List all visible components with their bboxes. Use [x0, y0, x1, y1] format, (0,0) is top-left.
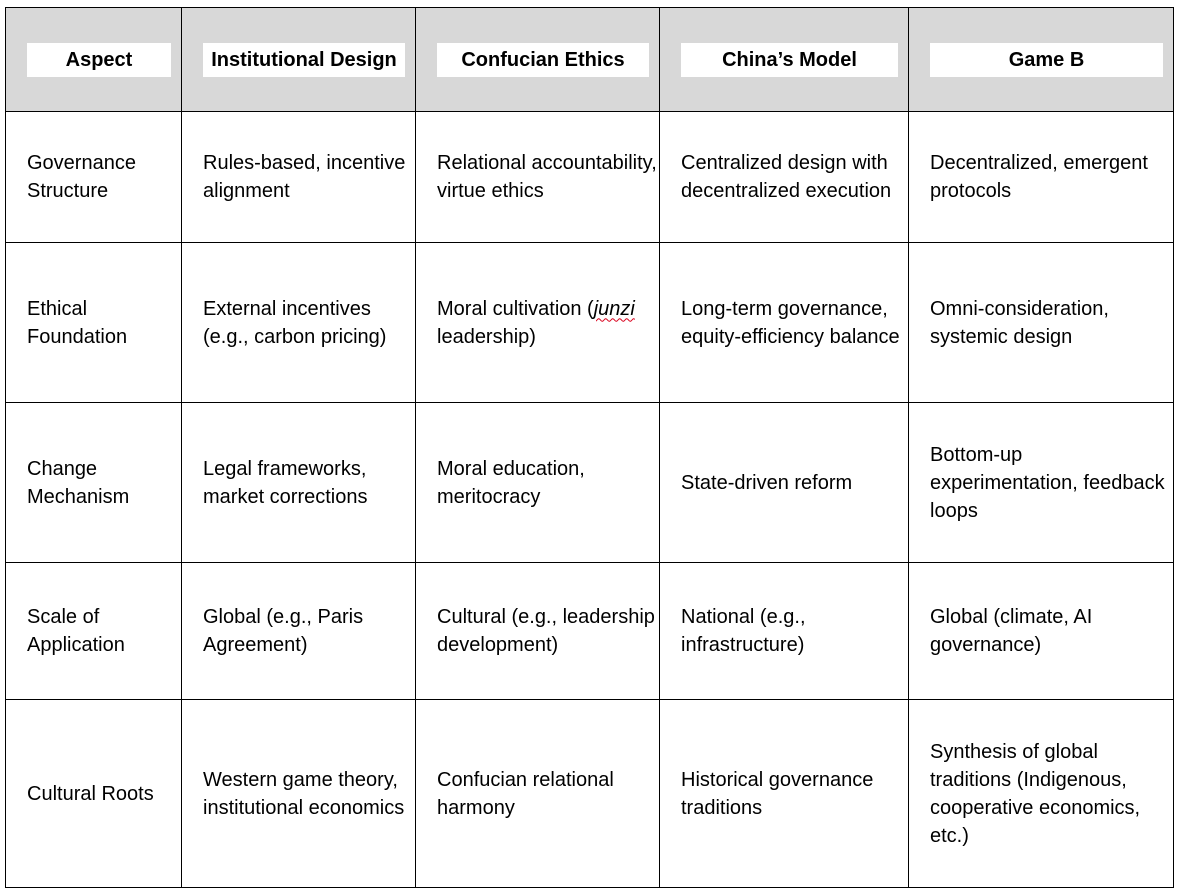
- comparison-table: Aspect Institutional Design Confucian Et…: [5, 7, 1174, 888]
- table-cell: External incentives (e.g., carbon pricin…: [181, 242, 416, 403]
- header-label-chinas-model: China’s Model: [681, 42, 898, 77]
- junzi-term: junzi: [593, 297, 635, 320]
- header-label-aspect: Aspect: [27, 42, 171, 77]
- cell-text: Moral education, meritocracy: [437, 457, 585, 508]
- cell-text: National (e.g., infrastructure): [681, 606, 806, 656]
- table-cell: Long-term governance, equity-efficiency …: [659, 242, 909, 403]
- table-cell: Moral education, meritocracy: [415, 402, 660, 563]
- table-row: Change Mechanism Legal frameworks, marke…: [5, 402, 1174, 563]
- cell-text: Centralized design with decentralized ex…: [681, 152, 892, 202]
- header-cell-confucian-ethics: Confucian Ethics: [415, 7, 660, 112]
- table-cell: Omni-consideration, systemic design: [908, 242, 1174, 403]
- table-row: Cultural Roots Western game theory, inst…: [5, 699, 1174, 888]
- table-cell: Global (e.g., Paris Agreement): [181, 562, 416, 700]
- cell-text: Western game theory, institutional econo…: [203, 768, 405, 819]
- header-label-institutional-design: Institutional Design: [203, 42, 405, 77]
- cell-text: Bottom-up experimentation, feedback loop…: [930, 443, 1165, 522]
- table-header-row: Aspect Institutional Design Confucian Et…: [5, 7, 1174, 112]
- cell-text: External incentives (e.g., carbon pricin…: [203, 297, 387, 348]
- header-label-game-b: Game B: [930, 42, 1163, 77]
- cell-text-part: Moral cultivation (: [437, 297, 594, 320]
- row-label-cell: Governance Structure: [5, 111, 182, 243]
- header-cell-aspect: Aspect: [5, 7, 182, 112]
- cell-text: State-driven reform: [681, 471, 853, 494]
- table-cell: Confucian relational harmony: [415, 699, 660, 888]
- header-cell-institutional-design: Institutional Design: [181, 7, 416, 112]
- row-label: Scale of Application: [27, 606, 125, 656]
- row-label-cell: Cultural Roots: [5, 699, 182, 888]
- row-label: Ethical Foundation: [27, 297, 128, 348]
- row-label: Change Mechanism: [27, 457, 130, 508]
- header-cell-game-b: Game B: [908, 7, 1174, 112]
- cell-text: Decentralized, emergent protocols: [930, 152, 1148, 202]
- table-cell: Synthesis of global traditions (Indigeno…: [908, 699, 1174, 888]
- table-cell: Historical governance traditions: [659, 699, 909, 888]
- table-row: Governance Structure Rules-based, incent…: [5, 111, 1174, 243]
- cell-text: Omni-consideration, systemic design: [930, 297, 1109, 348]
- table-cell: Legal frameworks, market corrections: [181, 402, 416, 563]
- table-cell: Western game theory, institutional econo…: [181, 699, 416, 888]
- table-cell: Centralized design with decentralized ex…: [659, 111, 909, 243]
- cell-text: Global (climate, AI governance): [930, 606, 1093, 656]
- row-label: Cultural Roots: [27, 782, 154, 805]
- table-cell: Global (climate, AI governance): [908, 562, 1174, 700]
- row-label: Governance Structure: [27, 152, 136, 202]
- cell-text: Confucian relational harmony: [437, 768, 614, 819]
- table-cell: State-driven reform: [659, 402, 909, 563]
- row-label-cell: Change Mechanism: [5, 402, 182, 563]
- table-cell: Decentralized, emergent protocols: [908, 111, 1174, 243]
- header-cell-chinas-model: China’s Model: [659, 7, 909, 112]
- cell-text: Relational accountability, virtue ethics: [437, 152, 657, 202]
- table-cell: Rules-based, incentive alignment: [181, 111, 416, 243]
- table-row: Ethical Foundation External incentives (…: [5, 242, 1174, 403]
- cell-text: Long-term governance, equity-efficiency …: [681, 297, 900, 348]
- header-label-confucian-ethics: Confucian Ethics: [437, 42, 649, 77]
- table-cell: Relational accountability, virtue ethics: [415, 111, 660, 243]
- cell-text-junzi: Moral cultivation (junzi leadership): [437, 295, 659, 351]
- row-label-cell: Scale of Application: [5, 562, 182, 700]
- cell-text: Global (e.g., Paris Agreement): [203, 606, 364, 656]
- cell-text: Synthesis of global traditions (Indigeno…: [930, 740, 1141, 847]
- cell-text: Legal frameworks, market corrections: [203, 457, 368, 508]
- table-cell: National (e.g., infrastructure): [659, 562, 909, 700]
- table-row: Scale of Application Global (e.g., Paris…: [5, 562, 1174, 700]
- cell-text: Cultural (e.g., leadership development): [437, 606, 655, 656]
- table-cell: Bottom-up experimentation, feedback loop…: [908, 402, 1174, 563]
- row-label-cell: Ethical Foundation: [5, 242, 182, 403]
- cell-text-part: leadership): [437, 325, 536, 348]
- cell-text: Historical governance traditions: [681, 768, 874, 819]
- table-cell: Moral cultivation (junzi leadership): [415, 242, 660, 403]
- cell-text: Rules-based, incentive alignment: [203, 152, 406, 202]
- table-cell: Cultural (e.g., leadership development): [415, 562, 660, 700]
